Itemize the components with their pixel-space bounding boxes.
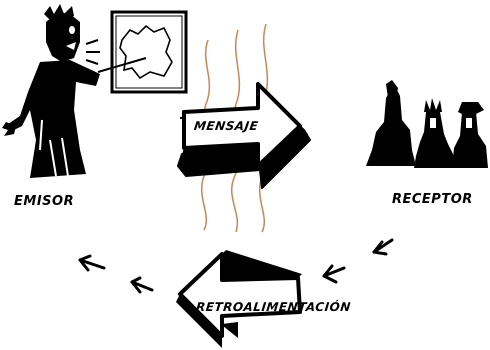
receptor-face-highlight <box>466 118 472 128</box>
emisor-head <box>46 12 80 62</box>
emisor-body <box>8 60 100 178</box>
receptor-label: RECEPTOR <box>392 192 473 207</box>
speech-line <box>85 59 99 65</box>
robe-stripe <box>61 137 69 177</box>
receptor-person-right-cap <box>458 102 484 114</box>
receptor-person-right <box>452 112 488 168</box>
retro-arrow-base <box>176 294 222 348</box>
mensaje-arrow <box>177 82 311 189</box>
emisor-mouth <box>66 42 76 50</box>
receptor-person-left-hair <box>386 80 398 98</box>
receptor-person-middle <box>414 112 458 168</box>
retroalimentacion-label: RETROALIMENTACIÓN <box>195 300 352 314</box>
presentation-board-inner <box>115 15 183 89</box>
pointer-stick <box>97 57 147 73</box>
receptor-person-left <box>366 84 416 166</box>
emisor-figure <box>2 4 188 178</box>
feedback-arrow-icon <box>372 238 394 256</box>
feedback-arrows <box>78 238 394 294</box>
emisor-label: EMISOR <box>14 194 75 209</box>
feedback-arrow-icon <box>130 276 154 294</box>
speech-line <box>85 39 99 45</box>
receptor-figures <box>366 80 488 168</box>
presentation-board <box>110 10 188 94</box>
mensaje-arrow-base <box>178 126 308 182</box>
retroalimentacion-arrow <box>176 250 302 348</box>
mensaje-label: MENSAJE <box>193 119 260 133</box>
receptor-face-highlight <box>430 118 436 128</box>
board-map-drawing <box>119 24 173 80</box>
robe-stripe <box>49 139 57 177</box>
emisor-hair <box>44 4 74 22</box>
feedback-arrow-icon <box>322 264 346 284</box>
retro-arrow-top <box>222 250 302 280</box>
robe-stripe <box>39 119 43 151</box>
emisor-hand <box>2 122 16 136</box>
receptor-person-middle-hair <box>424 98 442 112</box>
feedback-arrow-icon <box>78 254 106 272</box>
emisor-eye <box>69 26 75 34</box>
